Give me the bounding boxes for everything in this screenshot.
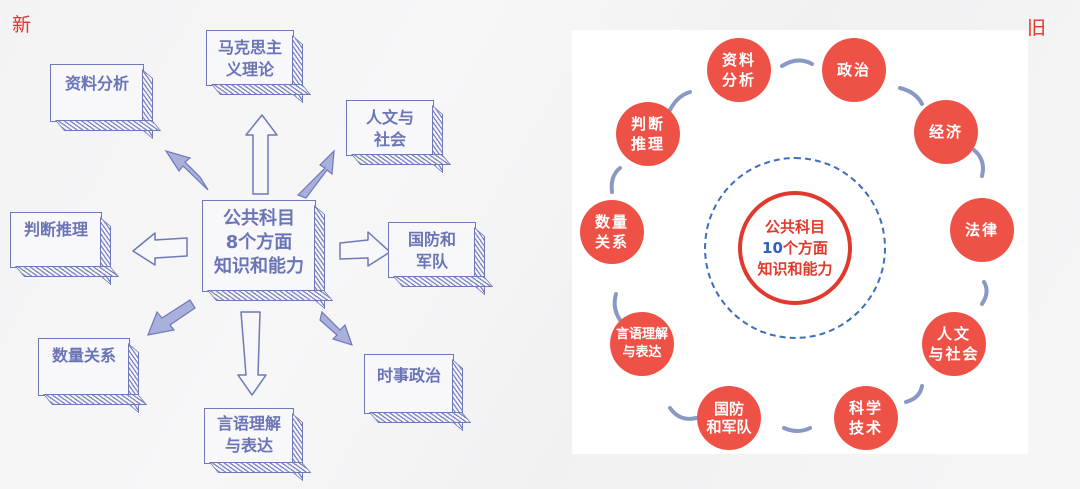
node-text: 技术 [848,419,883,437]
hub-line-2: 10个方面 [762,238,828,259]
node-text: 经济 [928,123,963,141]
box-text: 马克思主 [217,38,282,57]
label-new: 新 [12,14,32,36]
box-text: 义理论 [225,60,274,79]
center-line-1: 公共科目 [223,208,295,229]
node-text: 推理 [630,135,665,153]
node-verbal: 言语理解 与表达 [610,312,674,376]
box-data-analysis: 资料分析 [50,64,144,122]
center-box-new: 公共科目 8个方面 知识和能力 [202,200,316,292]
hub-line-3: 知识和能力 [757,259,833,278]
box-text: 资料分析 [64,74,129,93]
node-text: 科学 [848,399,883,417]
outer-dashed-ring [704,157,886,339]
node-text: 关系 [594,233,629,251]
hub-line-2-rest: 个方面 [782,238,828,257]
hub-line-1: 公共科目 [764,217,825,236]
node-politics: 政治 [822,38,886,102]
box-verbal: 言语理解 与表达 [204,408,294,464]
node-text: 法律 [964,221,999,239]
hub-number: 10 [762,238,783,257]
label-old: 旧 [1027,17,1047,39]
node-text: 判断 [630,115,665,133]
box-defense: 国防和 军队 [388,222,476,278]
node-economics: 经济 [914,100,978,164]
old-subjects-panel: 公共科目 10个方面 知识和能力 资料 分析 政治 经济 法律 人文 与社会 科… [572,30,1028,454]
box-text: 与表达 [224,436,273,455]
box-text: 言语理解 [216,414,281,433]
node-text: 和军队 [706,418,752,436]
center-hub-old: 公共科目 10个方面 知识和能力 [738,191,852,305]
node-text: 国防 [713,400,744,418]
box-text: 社会 [373,130,406,149]
node-text: 政治 [836,61,871,79]
box-judgment: 判断推理 [10,212,102,268]
node-quantitative: 数量 关系 [580,200,644,264]
node-science-tech: 科学 技术 [834,386,898,450]
node-text: 分析 [721,71,756,89]
node-data-analysis: 资料 分析 [707,38,771,102]
node-text: 数量 [594,213,629,231]
node-text: 与社会 [928,345,980,363]
box-text: 军队 [415,252,448,271]
node-humanities-society: 人文 与社会 [922,312,986,376]
node-text: 资料 [721,51,756,69]
arrow-set-icon [132,114,391,396]
box-marxism: 马克思主 义理论 [206,30,294,86]
node-law: 法律 [950,198,1014,262]
box-humanities: 人文与 社会 [346,100,434,156]
center-line-3: 知识和能力 [214,256,304,277]
box-text: 国防和 [407,230,456,249]
node-text: 与表达 [622,345,662,360]
box-quantitative: 数量关系 [38,338,130,396]
box-text: 时事政治 [376,366,441,385]
box-text: 数量关系 [51,346,116,365]
node-text: 人文 [936,325,971,343]
node-defense-military: 国防 和军队 [697,386,761,450]
box-current-affairs: 时事政治 [364,354,454,414]
box-text: 人文与 [365,108,414,127]
node-text: 言语理解 [615,327,668,342]
center-line-2: 8个方面 [225,232,293,253]
box-text: 判断推理 [23,220,88,239]
node-judgment: 判断 推理 [616,102,680,166]
